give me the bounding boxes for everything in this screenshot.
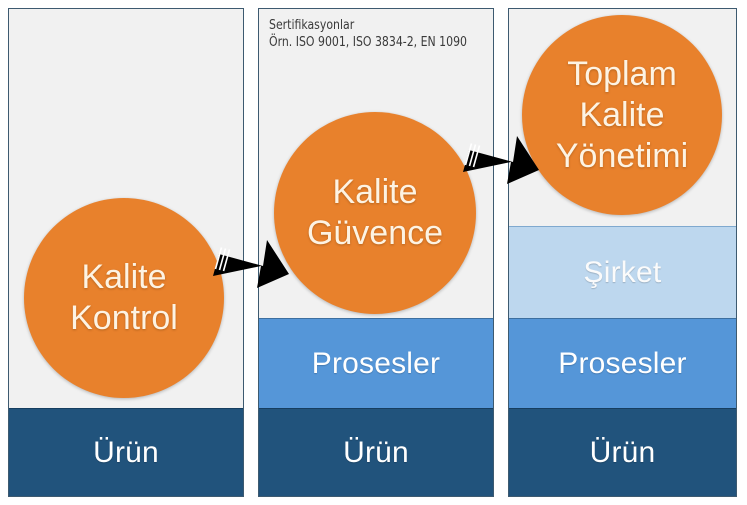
circle-label-line-1: Kalite (332, 173, 418, 211)
band-product: Ürün (259, 408, 493, 496)
band-product-label: Ürün (343, 435, 409, 469)
band-company-label: Şirket (583, 255, 662, 289)
circle-quality-assurance[interactable]: Kalite Güvence (274, 112, 476, 314)
certification-note-line-2: Örn. ISO 9001, ISO 3834-2, EN 1090 (269, 34, 467, 50)
circle-label-line-2: Kontrol (70, 299, 178, 337)
band-product-label: Ürün (93, 435, 159, 469)
circle-quality-control[interactable]: Kalite Kontrol (24, 198, 224, 398)
circle-label-line-3: Yönetimi (555, 136, 689, 175)
band-processes: Prosesler (259, 318, 493, 408)
band-product: Ürün (509, 408, 736, 496)
band-processes: Prosesler (509, 318, 736, 408)
circle-label-line-1: Toplam (567, 54, 677, 93)
arrow-right-icon-2 (463, 136, 539, 184)
circle-label-line-2: Kalite (579, 95, 665, 134)
band-company: Şirket (509, 226, 736, 318)
circle-label-line-2: Güvence (306, 214, 444, 252)
band-product: Ürün (9, 408, 243, 496)
certification-note: Sertifikasyonlar Örn. ISO 9001, ISO 3834… (269, 17, 467, 51)
band-product-label: Ürün (589, 435, 656, 469)
band-processes-label: Prosesler (311, 346, 441, 380)
circle-label-line-1: Kalite (81, 258, 167, 296)
arrow-right-icon-1 (213, 240, 289, 288)
circle-total-quality-management[interactable]: Toplam Kalite Yönetimi (522, 15, 722, 215)
certification-note-line-1: Sertifikasyonlar (269, 17, 355, 33)
band-processes-label: Prosesler (558, 346, 687, 380)
